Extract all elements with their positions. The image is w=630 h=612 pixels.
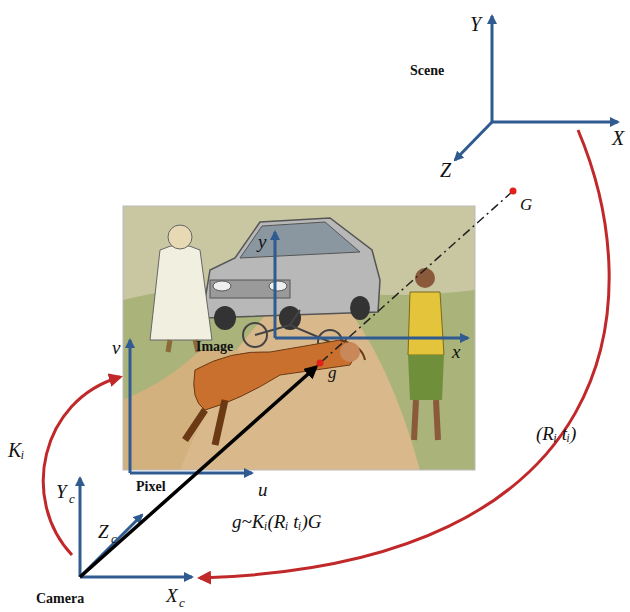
axis-label: y — [258, 232, 266, 251]
extrinsic-arrow — [200, 130, 609, 578]
axis-label: u — [258, 480, 268, 499]
axis-label: Z — [440, 160, 451, 180]
axis-label: Y — [56, 482, 67, 501]
axis-label: X — [612, 128, 624, 148]
projection-equation: g~Kᵢ(Rᵢ tᵢ)G — [232, 512, 321, 531]
frame-name: Camera — [36, 592, 84, 606]
axis-label: x — [452, 342, 460, 361]
axis-label: Z — [98, 522, 109, 541]
axis-subscript: c — [111, 532, 117, 545]
image-axes — [275, 232, 468, 338]
scene-axes — [455, 16, 618, 160]
frame-name: Scene — [410, 64, 444, 78]
axis-subscript: c — [69, 492, 75, 505]
axis-label: v — [112, 338, 120, 357]
frame-name: Pixel — [136, 480, 166, 494]
pixel-axes — [130, 340, 252, 473]
transform-label: Kᵢ — [8, 440, 25, 460]
axis-label: X — [166, 586, 178, 605]
scene-point — [510, 188, 517, 195]
axis-subscript: c — [179, 596, 185, 609]
image-point-vector — [80, 367, 316, 577]
image-point — [317, 360, 324, 367]
axis-label: Y — [470, 14, 481, 34]
frame-name: Image — [196, 340, 233, 354]
intrinsic-arrow — [43, 377, 120, 555]
projection-ray — [80, 191, 513, 577]
point-label: G — [520, 196, 532, 213]
point-label: g — [328, 364, 337, 381]
transform-label: (Rᵢ tᵢ) — [536, 424, 576, 443]
accident-illustration — [123, 206, 475, 470]
